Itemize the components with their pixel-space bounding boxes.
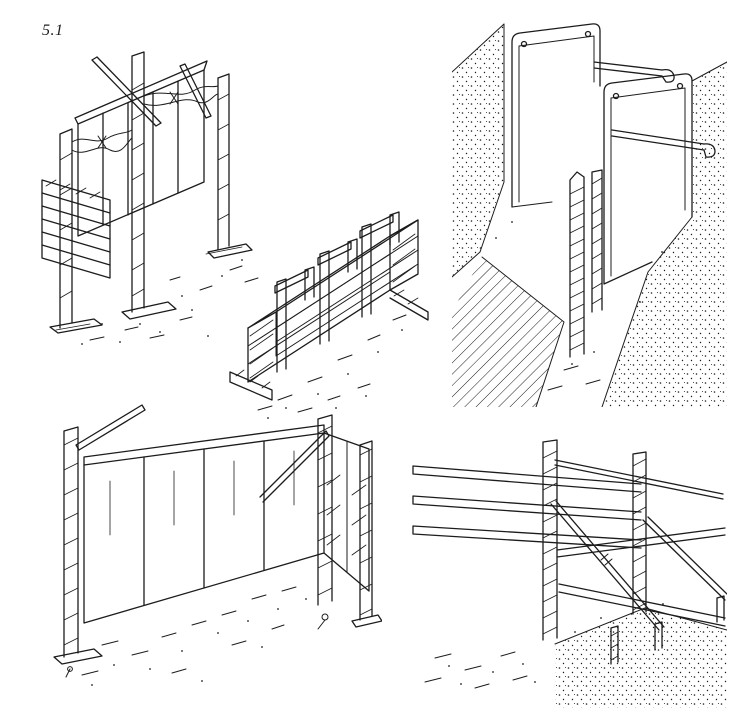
end-boards xyxy=(229,219,429,401)
ground-dots xyxy=(448,603,664,685)
raking-struts xyxy=(550,500,727,651)
studs xyxy=(276,211,400,373)
soil-embankment xyxy=(554,607,727,708)
ground-dots xyxy=(81,259,243,345)
sketch-raking-shore-formwork xyxy=(412,439,727,708)
soil-right-slope xyxy=(601,61,727,407)
wall-panels xyxy=(83,432,325,624)
clamping-posts xyxy=(49,51,253,334)
hatching xyxy=(569,177,603,351)
soil-dots xyxy=(495,221,663,365)
sketch-wall-formwork-wire-ties xyxy=(41,51,259,345)
twisted-wire-ties xyxy=(71,85,219,153)
hatching xyxy=(542,450,647,661)
end-panel-horizontal-boards xyxy=(41,179,111,279)
sketch-trench-shoring-panels xyxy=(452,23,727,407)
twisting-sticks xyxy=(91,56,212,127)
strut-bars-with-hooks xyxy=(593,61,716,158)
ground-marks xyxy=(257,314,407,413)
sketch-beam-formwork-box xyxy=(229,211,429,419)
hatching xyxy=(45,82,243,331)
top-pole xyxy=(554,459,724,500)
left-post-and-brace xyxy=(53,404,146,665)
ground-marks xyxy=(89,265,259,341)
shoring-panel-rear xyxy=(511,23,601,208)
soil-left-face xyxy=(452,23,505,278)
wall-planks xyxy=(74,60,208,237)
right-posts-and-brace xyxy=(259,414,382,628)
soil-front-hatch xyxy=(452,256,565,407)
cross-spreaders xyxy=(274,214,394,294)
trench-floor-marks xyxy=(547,365,601,391)
horizontal-walers xyxy=(412,465,642,549)
sketch-long-wall-formwork xyxy=(53,404,382,686)
ground-dots xyxy=(91,598,307,686)
ground-marks xyxy=(81,586,297,676)
ground-dots xyxy=(267,329,403,419)
clamp-detail xyxy=(65,613,329,678)
box-outline xyxy=(247,219,419,383)
front-posts xyxy=(569,169,603,358)
shoring-panel-front xyxy=(603,73,693,285)
figure-label: 5.1 xyxy=(42,22,64,39)
hatching xyxy=(235,233,419,389)
ground-marks xyxy=(424,651,528,689)
mid-rails xyxy=(556,527,726,627)
vertical-posts xyxy=(542,439,647,665)
hatching xyxy=(63,425,373,646)
